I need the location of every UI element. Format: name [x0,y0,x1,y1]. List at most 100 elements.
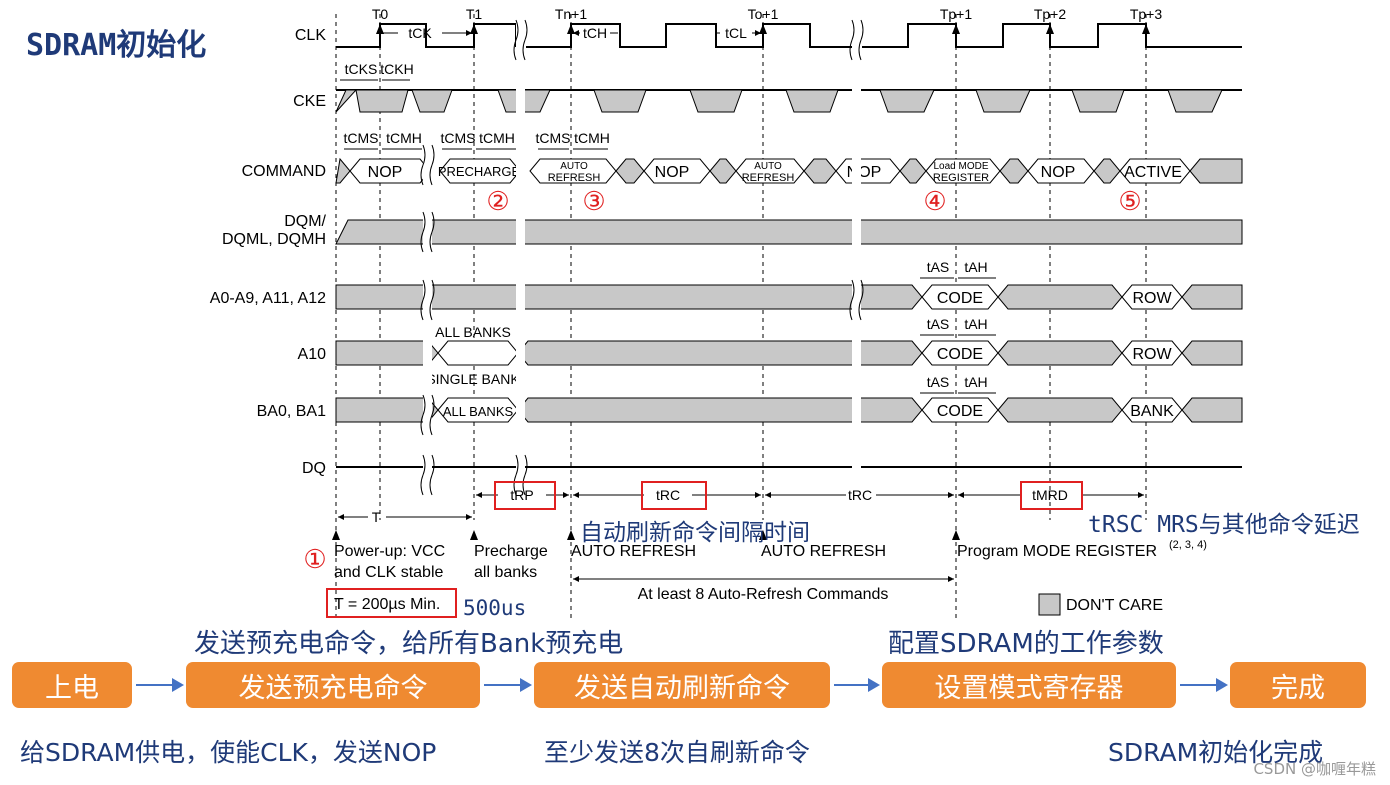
step-precharge: 发送预充电命令 [186,662,480,708]
label-program-mr-refs: (2, 3, 4) [1169,539,1207,551]
dqm-bus [335,219,1243,245]
timing-tcmh-1: tCMH [386,130,422,146]
desc-power: 给SDRAM供电，使能CLK，发送NOP [20,738,437,767]
timing-trp: tRP [510,487,533,503]
timing-tcks: tCKS [345,61,378,77]
addr-bus [335,284,1243,310]
timing-tcms-2: tCMS [441,130,476,146]
timing-tmrd: tMRD [1032,487,1068,503]
step-auto-refresh: 发送自动刷新命令 [534,662,830,708]
marker-3: ③ [582,186,605,216]
signal-label-cke: CKE [293,93,326,110]
marker-4: ④ [923,186,946,216]
arrow-1 [136,678,184,692]
ba-single-bank-label: SINGLE BANK [426,371,520,387]
signal-label-dq: DQ [302,460,326,477]
cmd-auto-1: AUTO [560,161,588,172]
note-500us: 500us [463,596,527,620]
ba-bank: BANK [1130,403,1174,420]
cmd-nop-3: NOP [847,164,882,181]
label-t-min: T = 200µs Min. [334,596,440,613]
signal-label-dqm-1: DQM/ [284,213,326,230]
note-trsc: tRSC MRS与其他命令延迟 [1088,512,1360,538]
timing-trc-2: tRC [848,487,872,503]
clock-mark-tn1: Tn+1 [555,6,588,22]
dont-care-swatch [1038,593,1061,616]
cke-waveform [335,89,1242,113]
cmd-nop-1: NOP [368,164,403,181]
trp-highlight [494,481,556,510]
label-powerup-1: Power-up: VCC [334,543,445,560]
timing-tckh: tCKH [380,61,413,77]
signal-label-a10: A10 [298,346,327,363]
a10-all-banks-label: ALL BANKS [435,324,511,340]
signal-label-clk: CLK [295,27,326,44]
timing-t: T [372,509,381,525]
timing-trc-1: tRC [656,487,680,503]
timing-tcl: tCL [725,25,747,41]
marker-5: ⑤ [1118,186,1141,216]
trc-highlight [641,481,707,510]
ba-bus [335,397,1243,423]
timing-tah-2: tAH [964,316,987,332]
timing-tas-1: tAS [927,259,950,275]
label-powerup-2: and CLK stable [334,564,444,581]
addr-code: CODE [937,290,983,307]
cmd-register: REGISTER [933,172,989,184]
clock-mark-t1: T1 [466,6,483,22]
label-at-least: At least 8 Auto-Refresh Commands [638,586,889,603]
ba-code: CODE [937,403,983,420]
cmd-nop-4: NOP [1041,164,1076,181]
label-precharge-2: all banks [474,564,537,581]
signal-label-command: COMMAND [242,163,326,180]
cmd-auto-2: AUTO [754,161,782,172]
t-min-highlight [326,588,457,618]
clock-mark-to1: To+1 [748,6,779,22]
timing-tas-2: tAS [927,316,950,332]
timing-tcmh-2: tCMH [479,130,515,146]
timing-tah-3: tAH [964,374,987,390]
ba-all-banks: ALL BANKS [443,404,514,419]
timing-tcms-3: tCMS [536,130,571,146]
signal-label-ba: BA0, BA1 [257,403,326,420]
step-done: 完成 [1230,662,1366,708]
cmd-refresh-2: REFRESH [742,172,795,184]
a10-bus [335,340,1243,366]
cmd-nop-2: NOP [655,164,690,181]
label-auto-refresh-1: AUTO REFRESH [571,543,696,560]
timing-tas-3: tAS [927,374,950,390]
a10-row: ROW [1132,346,1172,363]
timing-tcms-1: tCMS [344,130,379,146]
addr-row: ROW [1132,290,1172,307]
a10-code: CODE [937,346,983,363]
cmd-refresh-1: REFRESH [548,172,601,184]
arrow-4 [1180,678,1228,692]
watermark: CSDN @咖喱年糕 [1253,760,1376,778]
signal-label-dqm-2: DQML, DQMH [222,231,326,248]
desc-done: SDRAM初始化完成 [1108,738,1324,767]
step-mode-register: 设置模式寄存器 [882,662,1176,708]
timing-diagram: CLK CKE COMMAND DQM/ DQML, DQMH A0-A9, A… [210,6,1243,620]
cmd-active: ACTIVE [1124,164,1182,181]
cmd-precharge: PRECHARGE [438,164,521,179]
note-refresh-interval: 自动刷新命令间隔时间 [580,520,810,546]
signal-label-addr: A0-A9, A11, A12 [210,290,326,307]
cmd-load-mode: Load MODE [933,161,988,172]
label-program-mr: Program MODE REGISTER [957,543,1157,560]
caption-config: 配置SDRAM的工作参数 [888,629,1164,659]
arrow-2 [484,678,532,692]
timing-tcmh-3: tCMH [574,130,610,146]
marker-2: ② [486,186,509,216]
timing-tck: tCK [408,25,432,41]
marker-1: ① [303,544,326,574]
tmrd-highlight [1020,481,1083,510]
timing-tch: tCH [583,25,607,41]
page-title: SDRAM初始化 [26,28,207,63]
label-auto-refresh-2: AUTO REFRESH [761,543,886,560]
desc-refresh: 至少发送8次自刷新命令 [544,738,810,767]
caption-precharge: 发送预充电命令，给所有Bank预充电 [194,629,624,659]
label-dont-care: DON'T CARE [1066,597,1163,614]
clock-mark-t0: T0 [372,6,389,22]
clock-mark-tp1: Tp+1 [940,6,973,22]
step-power-on: 上电 [12,662,132,708]
